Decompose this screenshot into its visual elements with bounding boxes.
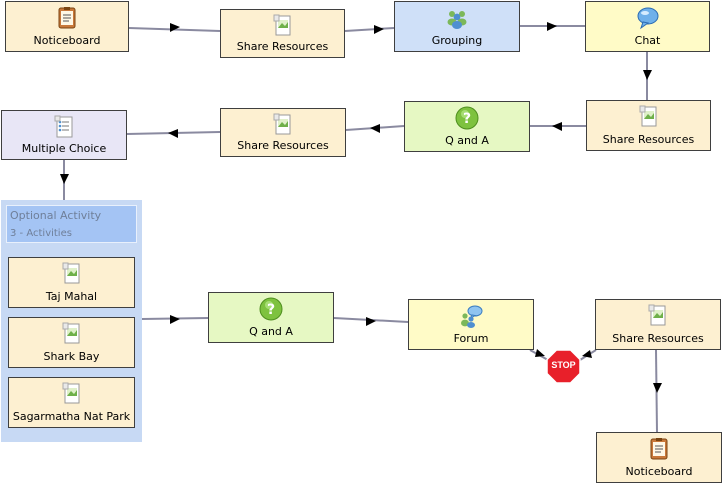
forum-icon [459, 304, 483, 328]
share-resources-icon [271, 113, 295, 137]
transition-line [128, 27, 221, 32]
transition-arrow [653, 383, 662, 393]
transition-arrow [552, 122, 562, 131]
transition-arrow [547, 22, 557, 31]
optional-activity-title: Optional Activity [10, 209, 102, 222]
activity-q-and-a[interactable]: ? Q and A [208, 292, 334, 343]
activity-grouping[interactable]: Grouping [394, 1, 520, 52]
activity-label: Chat [634, 34, 661, 47]
optional-activity-header[interactable]: Optional Activity 3 - Activities [6, 205, 137, 243]
transition-arrow [366, 317, 376, 326]
activity-label: Noticeboard [625, 465, 693, 478]
transition-arrow [535, 349, 545, 357]
activity-label: Share Resources [236, 40, 329, 53]
activity-label: Multiple Choice [21, 142, 107, 155]
activity-noticeboard[interactable]: Noticeboard [5, 1, 129, 52]
activity-label: Grouping [431, 34, 483, 47]
chat-icon [636, 6, 660, 30]
question-icon: ? [259, 297, 283, 321]
share-resources-icon [60, 262, 84, 286]
activity-label: Sagarmatha Nat Park [12, 410, 131, 423]
transition-line [344, 27, 395, 32]
transition-arrow [60, 174, 69, 184]
transition-arrow [643, 70, 652, 80]
stop-sign-icon [546, 349, 581, 384]
activity-multiple-choice[interactable]: Multiple Choice [1, 110, 127, 160]
share-resources-icon [271, 14, 295, 38]
activity-label: Q and A [445, 134, 489, 147]
transition-arrow [170, 23, 180, 32]
svg-text:?: ? [267, 302, 275, 318]
activity-label: Shark Bay [43, 350, 100, 363]
activity-label: Share Resources [612, 332, 704, 345]
share-resources-icon [637, 105, 661, 129]
transition-line [655, 349, 658, 433]
activity-share-resources[interactable]: Share Resources [220, 108, 346, 157]
share-resources-icon [646, 304, 670, 328]
activity-share-resources[interactable]: Share Resources [586, 100, 711, 151]
share-resources-icon [60, 322, 84, 346]
transition-arrow [168, 129, 178, 138]
transition-arrow [582, 350, 592, 358]
activity-label: Taj Mahal [45, 290, 98, 303]
noticeboard-icon [647, 437, 671, 461]
noticeboard-icon [55, 6, 79, 30]
activity-noticeboard[interactable]: Noticeboard [596, 432, 722, 483]
activity-label: Q and A [249, 325, 293, 338]
stop-gate-label: STOP [551, 360, 576, 370]
activity-forum[interactable]: Forum [408, 299, 534, 350]
transition-arrow [374, 25, 384, 34]
transition-arrow [170, 315, 180, 324]
multiple-choice-icon [52, 115, 76, 139]
activity-share-resources[interactable]: Share Resources [595, 299, 721, 350]
activity-label: Noticeboard [33, 34, 101, 47]
activity-label: Share Resources [602, 133, 695, 146]
share-resources-icon [60, 382, 84, 406]
activity-q-and-a[interactable]: ? Q and A [404, 101, 530, 152]
optional-activity-container[interactable]: Optional Activity 3 - Activities Taj Mah… [1, 200, 142, 442]
activity-label: Share Resources [237, 139, 329, 152]
stop-gate[interactable]: STOP [546, 349, 581, 384]
question-icon: ? [455, 106, 479, 130]
transition-line [579, 349, 597, 361]
optional-activity-count: 3 - Activities [10, 228, 72, 239]
activity-share-resources[interactable]: Share Resources [220, 9, 345, 58]
transition-line [333, 317, 409, 323]
grouping-icon [445, 6, 469, 30]
optional-child-activity[interactable]: Shark Bay [8, 317, 135, 368]
optional-child-activity[interactable]: Sagarmatha Nat Park [8, 377, 135, 428]
transition-line [345, 125, 405, 131]
optional-child-activity[interactable]: Taj Mahal [8, 257, 135, 308]
transition-line [141, 317, 209, 320]
transition-line [126, 131, 221, 135]
transition-arrow [370, 124, 380, 133]
activity-label: Forum [453, 332, 489, 345]
activity-chat[interactable]: Chat [585, 1, 710, 52]
svg-text:?: ? [463, 111, 471, 127]
